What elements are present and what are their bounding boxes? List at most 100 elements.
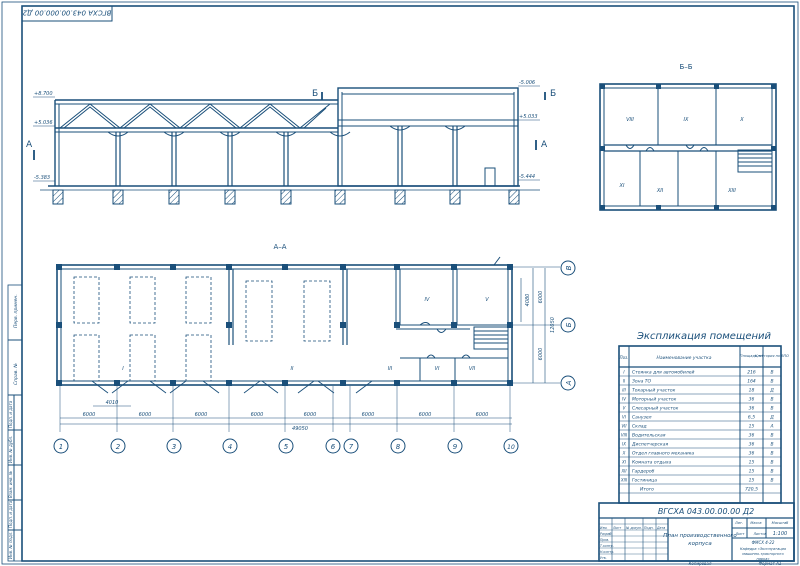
explication-cell-name: Отдел главного механика bbox=[632, 451, 694, 457]
explication-grid bbox=[618, 345, 782, 504]
explication-header-pos: Поз. bbox=[620, 355, 629, 360]
plan-room-5: V bbox=[485, 297, 489, 303]
explication-cell-pos: IV bbox=[622, 397, 626, 402]
plan-axis-8: 8 bbox=[396, 443, 401, 451]
explication-cell-category: Д bbox=[769, 415, 774, 421]
plan-dim-right-2: 12050 bbox=[550, 317, 556, 333]
plan-room-7: VII bbox=[469, 366, 476, 372]
explication-cell-pos: II bbox=[623, 379, 626, 384]
explication-cell-category: В bbox=[770, 406, 773, 412]
side-label-7: Инв. № подл. bbox=[8, 531, 13, 559]
plan-axis-7: 7 bbox=[349, 443, 354, 451]
cut-letter-b-right: Б bbox=[550, 89, 556, 99]
level-mark-4: +5.033 bbox=[519, 114, 538, 120]
side-label-1: Перв. примен. bbox=[13, 294, 19, 328]
plan-dim-sub: 4010 bbox=[106, 400, 119, 406]
plan-room-2: II bbox=[291, 366, 294, 372]
explication-cell-name: Слесарный участок bbox=[632, 406, 679, 412]
explication-cell-area: 36 bbox=[749, 397, 755, 403]
explication-cell-name: Склад bbox=[632, 424, 647, 430]
stamp-role-label: Лист bbox=[612, 526, 621, 530]
stamp-code: ВГСХА 043.00.00.00 Д2 bbox=[658, 507, 754, 516]
plan-room-1: I bbox=[122, 366, 124, 372]
plan-axis-9: 9 bbox=[453, 443, 458, 451]
level-mark-3: -5.006 bbox=[519, 80, 535, 86]
explication-cell-name: Итого bbox=[640, 487, 654, 493]
side-label-5: Взам. инв. № bbox=[8, 471, 13, 498]
stamp-role-label: Дата bbox=[656, 526, 665, 530]
top-code-box bbox=[21, 5, 113, 22]
explication-cell-area: 15 bbox=[749, 424, 755, 430]
explication-cell-pos: XII bbox=[620, 469, 627, 474]
plan-dim-span-6: 6000 bbox=[362, 412, 375, 418]
plan-row-axis-v: В bbox=[565, 265, 573, 270]
explication-cell-pos: X bbox=[622, 451, 626, 456]
level-mark-1: +8.700 bbox=[34, 91, 53, 97]
stamp-sheets-label: Листов bbox=[752, 532, 766, 536]
explication-cell-pos: III bbox=[622, 388, 626, 393]
top-code-text: ВГСХА 043.00.000.00 Д2 bbox=[22, 9, 111, 17]
plan-row-axis-b: Б bbox=[565, 322, 573, 327]
plan-dim-span-7: 6000 bbox=[419, 412, 432, 418]
plan-room-4: IV bbox=[425, 297, 430, 303]
explication-cell-area: 6,5 bbox=[748, 415, 755, 421]
explication-cell-pos: VII bbox=[621, 424, 627, 429]
explication-cell-name: Гостиница bbox=[632, 478, 657, 484]
inner-frame bbox=[21, 5, 795, 562]
explication-cell-pos: XI bbox=[621, 460, 627, 465]
explication-cell-category: В bbox=[770, 379, 773, 385]
footer-format: Формат А1 bbox=[759, 561, 782, 566]
cut-letter-b-left: Б bbox=[312, 89, 318, 99]
explication-cell-category: В bbox=[770, 469, 773, 475]
explication-cell-name: Гардероб bbox=[632, 469, 655, 475]
left-side-strip bbox=[7, 284, 23, 562]
explication-cell-area: 15 bbox=[749, 469, 755, 475]
bb-room-12: XII bbox=[656, 188, 664, 194]
plan-room-6: VI bbox=[435, 366, 440, 372]
plan-drawing bbox=[53, 256, 576, 454]
section-bb-drawing bbox=[599, 83, 777, 211]
explication-cell-pos: XIII bbox=[620, 478, 628, 483]
stamp-scale-label: Масштаб bbox=[772, 521, 789, 525]
bb-room-9: IX bbox=[684, 117, 689, 123]
stamp-role-label: Н.контр. bbox=[600, 550, 614, 554]
bb-room-10: X bbox=[739, 117, 744, 123]
plan-axis-5: 5 bbox=[284, 443, 289, 451]
explication-cell-category: В bbox=[770, 451, 773, 457]
explication-cell-area: 164 bbox=[747, 379, 756, 385]
explication-cell-pos: I bbox=[623, 370, 625, 375]
plan-axis-6: 6 bbox=[331, 443, 336, 451]
stamp-title-line-2: корпуса bbox=[688, 541, 712, 547]
side-label-2: Справ. № bbox=[13, 363, 19, 385]
explication-cell-area: 720,5 bbox=[745, 487, 758, 493]
explication-header-name: Наименование участка bbox=[656, 355, 711, 361]
explication-cell-area: 15 bbox=[749, 478, 755, 484]
plan-axis-4: 4 bbox=[228, 443, 232, 451]
cut-letter-a-right: А bbox=[541, 140, 548, 150]
stamp-group: ФМСХ 4-22 bbox=[752, 540, 775, 545]
explication-cell-name: Моторный участок bbox=[632, 397, 677, 403]
stamp-mass-label: Масса bbox=[750, 521, 761, 525]
plan-dim-span-5: 6000 bbox=[304, 412, 317, 418]
explication-cell-name: Водительская bbox=[632, 433, 666, 439]
explication-header-category: Категория по ВПО bbox=[755, 354, 789, 358]
side-label-4: Инв. № дубл. bbox=[8, 436, 13, 463]
footer-copied: Копировал bbox=[689, 561, 712, 566]
explication-cell-category: В bbox=[770, 460, 773, 466]
explication-cell-area: 36 bbox=[749, 442, 755, 448]
side-label-3: Подп. и дата bbox=[8, 400, 13, 428]
plan-axis-1: 1 bbox=[59, 443, 63, 451]
stamp-role-label: Т.контр. bbox=[600, 544, 614, 548]
section-bb-title: Б–Б bbox=[679, 63, 692, 71]
explication-cell-category: А bbox=[769, 424, 773, 430]
level-mark-2: +5.036 bbox=[34, 120, 53, 126]
stamp-org-line-2: машинно-тракторного bbox=[742, 552, 784, 556]
bb-room-11: XI bbox=[619, 183, 625, 189]
stamp-role-label: Изм. bbox=[600, 526, 608, 530]
explication-cell-name: Токарный участок bbox=[632, 388, 676, 394]
explication-cell-category: В bbox=[770, 478, 773, 484]
explication-cell-category: Д bbox=[769, 388, 774, 394]
